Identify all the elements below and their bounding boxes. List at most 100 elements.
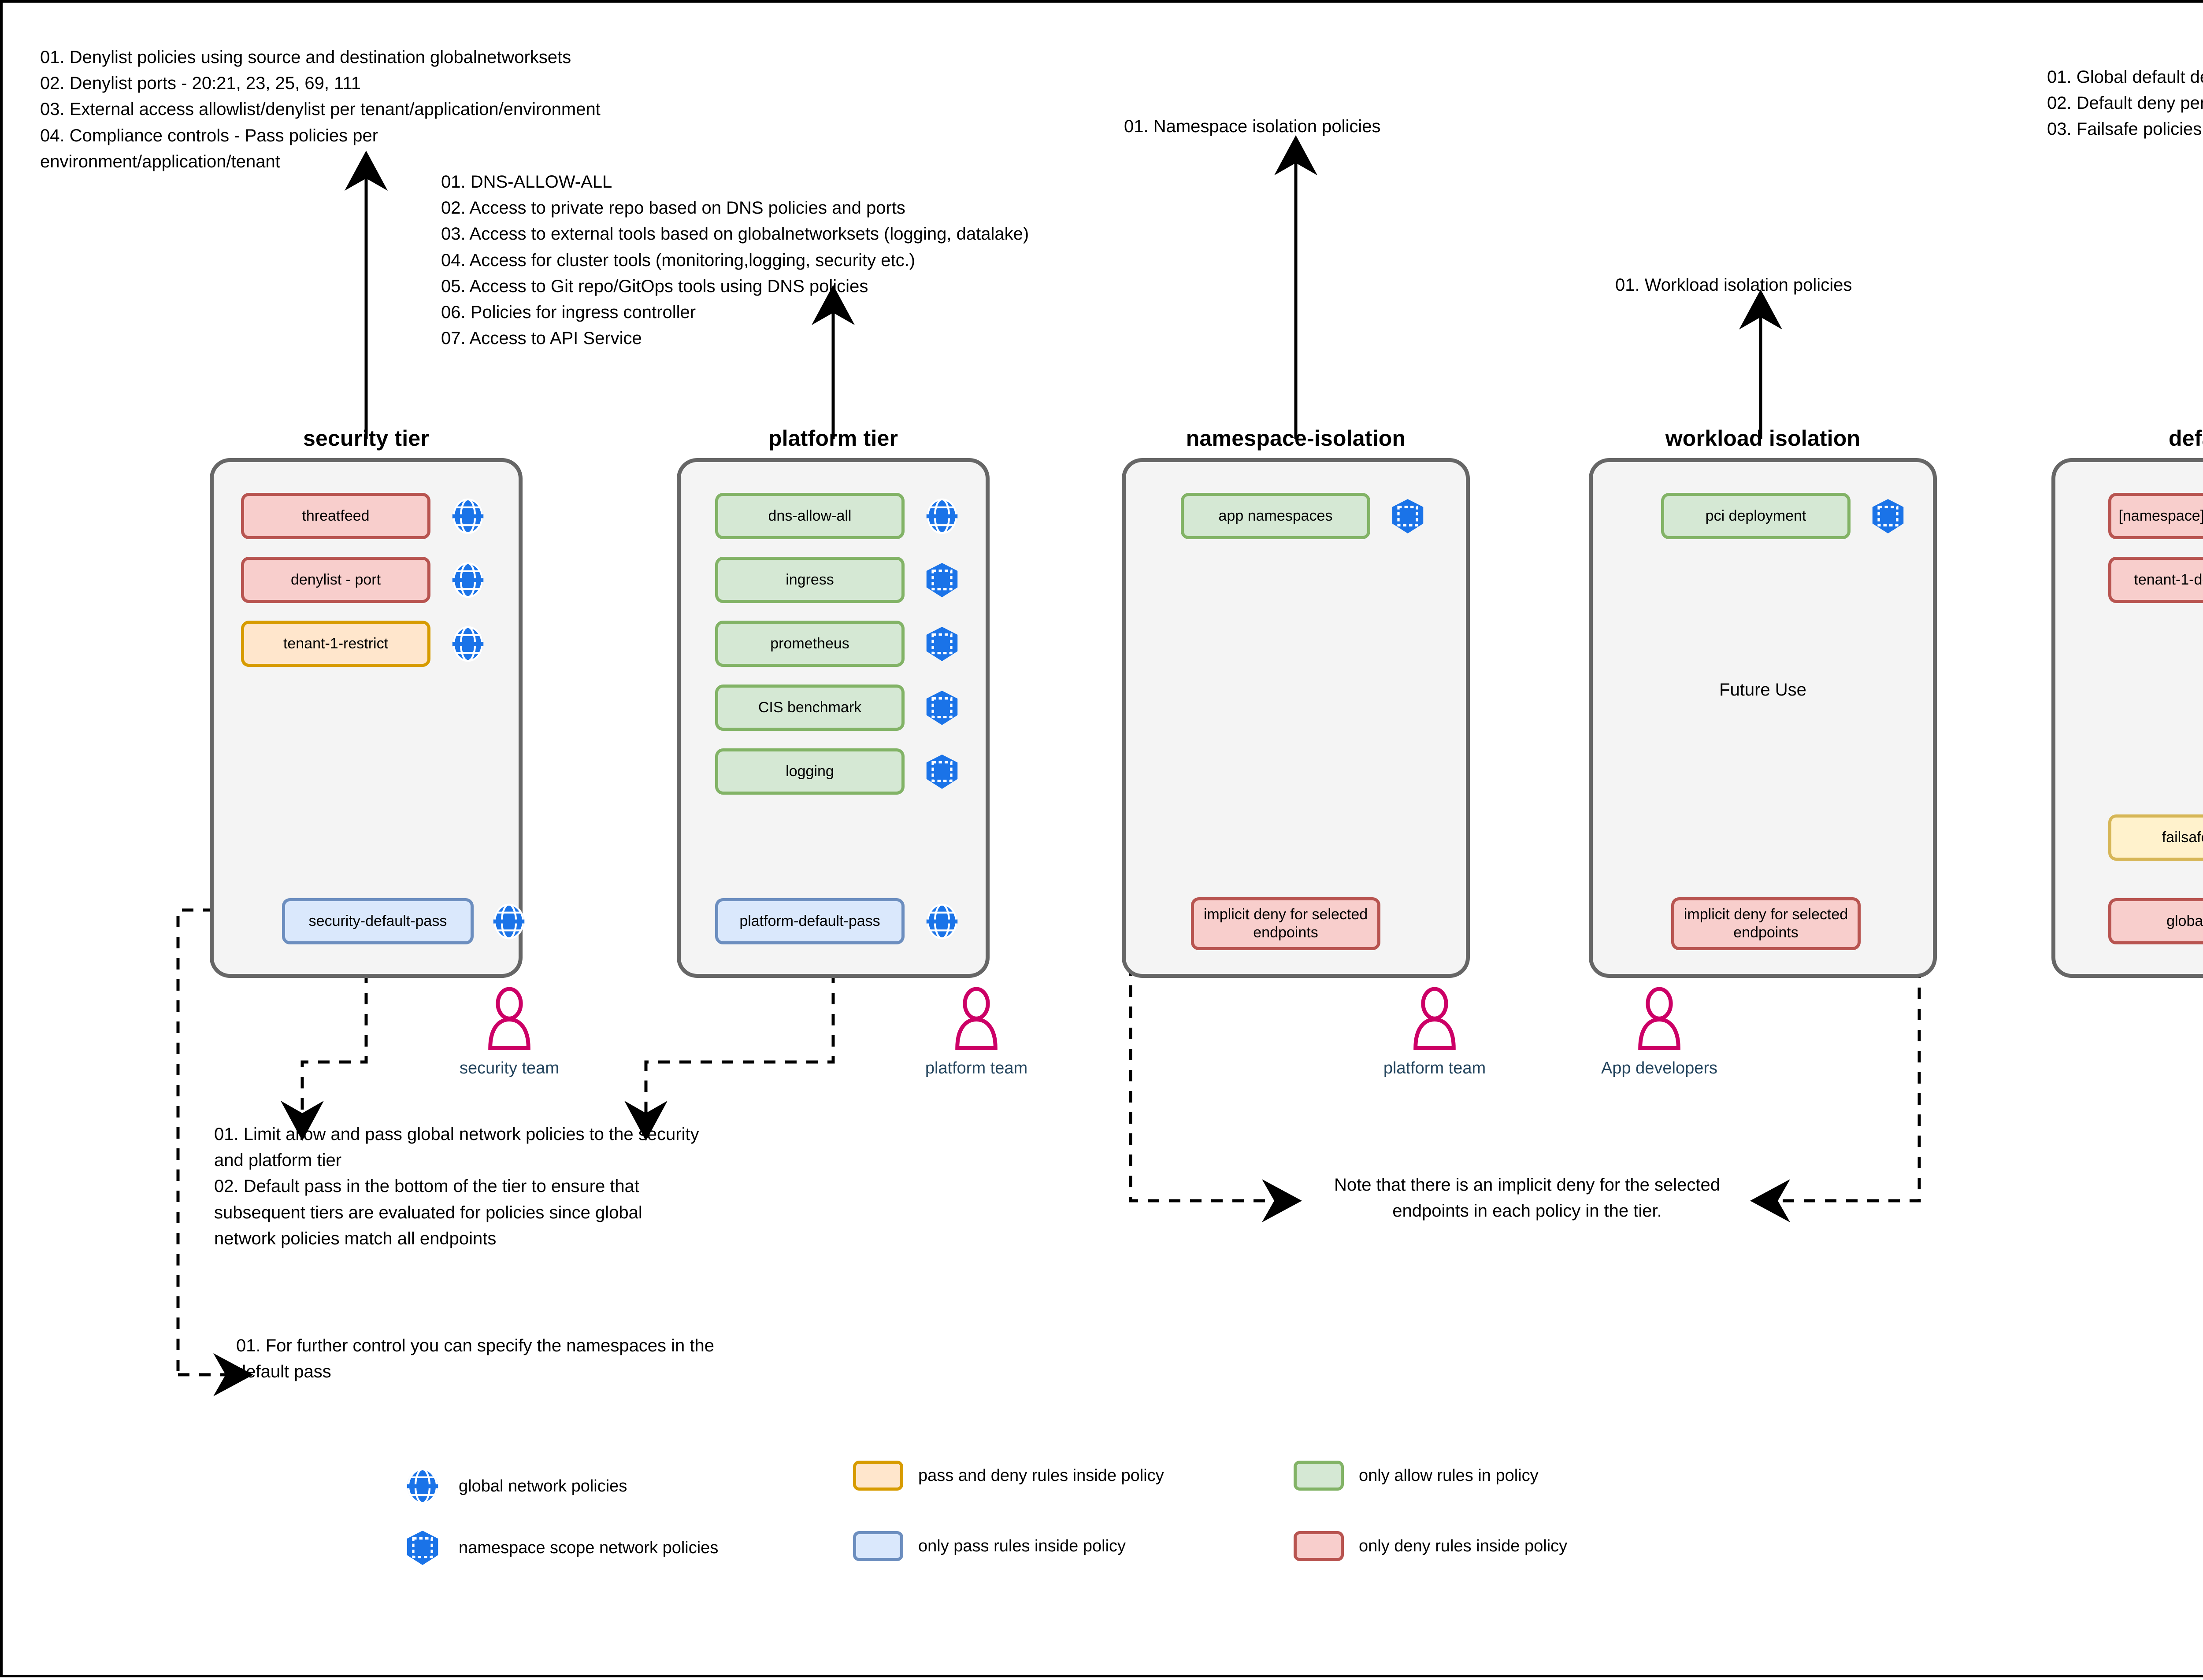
tier-workload-isolation: workload isolation pci deployment Future… xyxy=(1589,426,1937,978)
policy-cis-benchmark[interactable]: CIS benchmark xyxy=(715,685,905,731)
placeholder-text: Future Use xyxy=(1719,680,1806,699)
policy-label: [namespace]-default-deny xyxy=(2118,507,2203,525)
tier-title: namespace-isolation xyxy=(1186,426,1406,451)
legend-label: namespace scope network policies xyxy=(459,1538,719,1557)
tier-platform-tier: platform tier dns-allow-all ingress xyxy=(677,426,990,978)
policy-prometheus[interactable]: prometheus xyxy=(715,621,905,667)
policy-denylist-port[interactable]: denylist - port xyxy=(241,557,430,603)
policy-label: tenant-1-restrict xyxy=(283,635,389,652)
policy-namespace-default-deny[interactable]: [namespace]-default-deny xyxy=(2108,493,2203,539)
namespace-scope-policy-icon xyxy=(401,1527,444,1569)
policy-label: tenant-1-default-deny xyxy=(2134,571,2203,588)
further-control-note: 01. For further control you can specify … xyxy=(236,1336,715,1382)
policy-label: implicit deny for selected endpoints xyxy=(1684,906,1848,941)
tier-title: default tier xyxy=(2169,426,2203,451)
policy-ingress[interactable]: ingress xyxy=(715,557,905,603)
namespace-isolation-annotation: 01. Namespace isolation policies xyxy=(1124,117,1381,136)
legend-item-only-allow-rules: only allow rules in policy xyxy=(1294,1461,1539,1491)
platform-tier-annotation: 01. DNS-ALLOW-ALL 02. Access to private … xyxy=(441,172,1029,348)
security-tier-annotation: 01. Denylist policies using source and d… xyxy=(40,48,601,171)
owner-label: platform team xyxy=(925,1059,1028,1077)
legend-item-namespace-scope-network-policies: namespace scope network policies xyxy=(401,1527,718,1569)
policy-threatfeed[interactable]: threatfeed xyxy=(241,493,430,539)
tier-card: [namespace]-default-deny tenant-1-defaul… xyxy=(2051,458,2203,978)
global-network-policy-icon xyxy=(489,902,529,944)
tier-title: workload isolation xyxy=(1665,426,1861,451)
policy-logging[interactable]: logging xyxy=(715,748,905,795)
policy-label: dns-allow-all xyxy=(768,507,852,525)
legend-swatch-deny xyxy=(1294,1531,1344,1561)
bottom-left-note: 01. Limit allow and pass global network … xyxy=(214,1125,699,1248)
platform-tier-note-connector xyxy=(624,972,835,1141)
policy-implicit-deny[interactable]: implicit deny for selected endpoints xyxy=(1671,897,1861,950)
global-network-policy-icon xyxy=(401,1465,444,1507)
owner-app-developers: App developers xyxy=(1593,987,1725,1078)
workload-isolation-annotation: 01. Workload isolation policies xyxy=(1615,275,1852,295)
legend-swatch-passdeny xyxy=(853,1461,903,1491)
policy-implicit-deny[interactable]: implicit deny for selected endpoints xyxy=(1191,897,1380,950)
owner-platform-team-1: platform team xyxy=(910,987,1042,1078)
legend-item-global-network-policies: global network policies xyxy=(401,1465,627,1507)
policy-global-deny[interactable]: global-deny xyxy=(2108,898,2203,944)
tier-card: threatfeed denylist - port xyxy=(210,458,525,978)
policy-label: pci deployment xyxy=(1705,507,1806,525)
policy-label: security-default-pass xyxy=(308,913,447,930)
owner-label: App developers xyxy=(1601,1059,1718,1077)
owner-security-team: security team xyxy=(443,987,575,1078)
policy-app-namespaces[interactable]: app namespaces xyxy=(1181,493,1370,539)
implicit-deny-note: Note that there is an implicit deny for … xyxy=(1334,1175,1720,1221)
security-tier-note-connector xyxy=(281,972,368,1141)
policy-label: app namespaces xyxy=(1218,507,1333,525)
policy-label: implicit deny for selected endpoints xyxy=(1203,906,1368,941)
policy-label: platform-default-pass xyxy=(739,913,880,930)
tier-title: platform tier xyxy=(768,426,898,451)
person-icon xyxy=(488,987,530,1050)
namespace-scope-policy-icon xyxy=(1868,496,1908,538)
global-network-policy-icon xyxy=(448,560,488,602)
policy-label: failsafe-allow xyxy=(2162,829,2203,846)
owner-label: security team xyxy=(460,1059,559,1077)
policy-label: global-deny xyxy=(2166,913,2203,930)
global-network-policy-icon xyxy=(448,496,488,538)
legend-label: global network policies xyxy=(459,1476,627,1495)
policy-label: denylist - port xyxy=(290,571,381,588)
tier-card: pci deployment Future Use implicit deny … xyxy=(1589,458,1937,978)
namespace-scope-policy-icon xyxy=(922,688,962,730)
legend-label: only pass rules inside policy xyxy=(918,1536,1126,1555)
owner-platform-team-2: platform team xyxy=(1369,987,1501,1078)
legend-label: only allow rules in policy xyxy=(1359,1466,1539,1485)
person-icon xyxy=(1413,987,1456,1050)
tier-card: dns-allow-all ingress prometh xyxy=(677,458,990,978)
tier-security-tier: security tier threatfeed denylist - port xyxy=(210,426,525,978)
policy-pci-deployment[interactable]: pci deployment xyxy=(1661,493,1851,539)
policy-label: threatfeed xyxy=(302,507,370,525)
legend-item-only-deny-rules: only deny rules inside policy xyxy=(1294,1531,1567,1561)
policy-failsafe-allow[interactable]: failsafe-allow xyxy=(2108,814,2203,861)
tier-namespace-isolation: namespace-isolation app namespaces impli… xyxy=(1122,426,1470,978)
namespace-scope-policy-icon xyxy=(922,560,962,602)
legend-swatch-allow xyxy=(1294,1461,1344,1491)
policy-label: ingress xyxy=(786,571,834,588)
policy-security-default-pass[interactable]: security-default-pass xyxy=(282,898,474,944)
legend-label: pass and deny rules inside policy xyxy=(918,1466,1164,1485)
policy-dns-allow-all[interactable]: dns-allow-all xyxy=(715,493,905,539)
namespace-scope-policy-icon xyxy=(922,752,962,794)
tier-title: security tier xyxy=(303,426,430,451)
policy-label: logging xyxy=(786,763,834,780)
policy-label: CIS benchmark xyxy=(758,699,862,716)
global-network-policy-icon xyxy=(922,496,962,538)
owner-label: platform team xyxy=(1383,1059,1486,1077)
namespace-scope-policy-icon xyxy=(1388,496,1428,538)
legend-item-only-pass-rules: only pass rules inside policy xyxy=(853,1531,1126,1561)
policy-tenant-1-default-deny[interactable]: tenant-1-default-deny xyxy=(2108,557,2203,603)
namespace-scope-policy-icon xyxy=(922,624,962,666)
policy-label: prometheus xyxy=(770,635,849,652)
legend-item-pass-and-deny-rules: pass and deny rules inside policy xyxy=(853,1461,1164,1491)
legend-label: only deny rules inside policy xyxy=(1359,1536,1568,1555)
default-tier-annotation: 01. Global default deny 02. Default deny… xyxy=(2047,67,2203,139)
policy-tenant-1-restrict[interactable]: tenant-1-restrict xyxy=(241,621,430,667)
tier-card: app namespaces implicit deny for selecte… xyxy=(1122,458,1470,978)
policy-platform-default-pass[interactable]: platform-default-pass xyxy=(715,898,905,944)
person-icon xyxy=(1638,987,1680,1050)
